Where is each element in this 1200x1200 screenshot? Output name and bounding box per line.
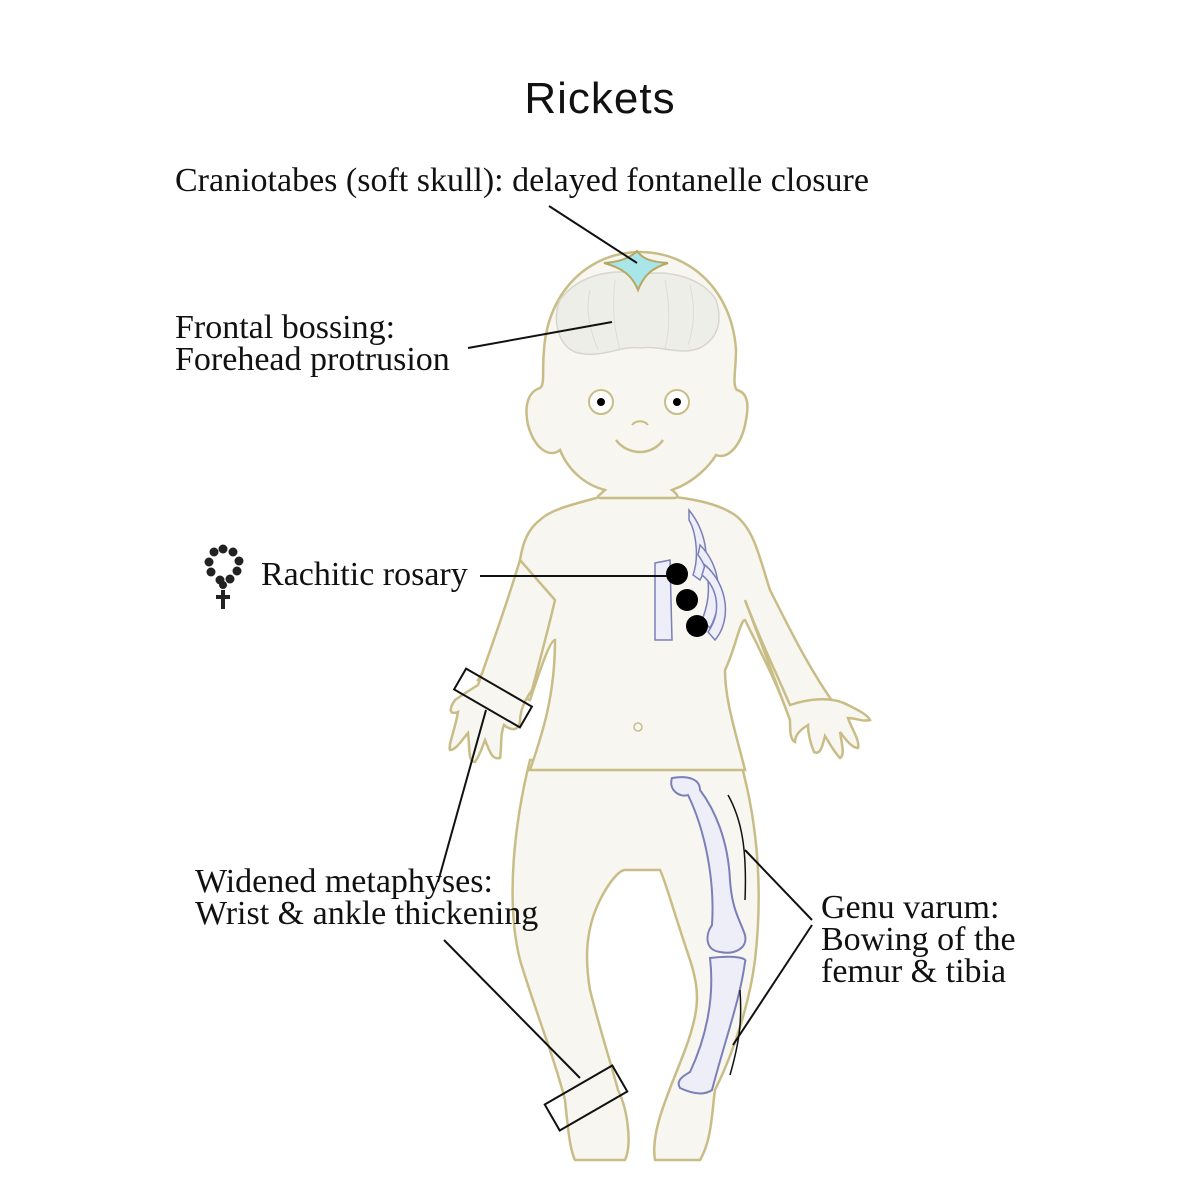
leg-bones [670, 776, 747, 1095]
rachitic-rosary-label: Rachitic rosary [261, 556, 468, 593]
left-arm [448, 557, 557, 764]
navel [633, 722, 643, 732]
craniotabes-label: Craniotabes (soft skull): delayed fontan… [175, 162, 869, 199]
genu-varum-line-1: Genu varum: [821, 889, 1000, 926]
rosary-beads [666, 563, 708, 637]
ankle-highlight-box [543, 1064, 629, 1132]
mouth [615, 439, 665, 454]
metaphyses-line-2: Wrist & ankle thickening [195, 895, 539, 932]
leader-lines [437, 205, 813, 1079]
rosary-icon [204, 544, 244, 609]
frontal-bossing-label: Frontal bossing: Forehead protrusion [175, 309, 450, 378]
diagram-title: Rickets [524, 74, 676, 123]
wrist-highlight-box [452, 667, 534, 729]
nose [631, 420, 649, 426]
metaphyses-label: Widened metaphyses: Wrist & ankle thicke… [195, 863, 539, 932]
frontal-bossing-line-1: Frontal bossing: [175, 309, 396, 346]
genu-varum-label: Genu varum: Bowing of the femur & tibia [821, 889, 1016, 990]
fontanelle [603, 249, 669, 293]
right-arm [743, 599, 872, 760]
ribs [654, 507, 727, 642]
eyes [588, 389, 690, 415]
bowing-marks [727, 794, 747, 1076]
genu-varum-line-2: Bowing of the [821, 921, 1016, 958]
metaphyses-line-1: Widened metaphyses: [195, 863, 493, 900]
genu-varum-line-3: femur & tibia [821, 953, 1007, 990]
frontal-bossing-line-2: Forehead protrusion [175, 341, 450, 378]
